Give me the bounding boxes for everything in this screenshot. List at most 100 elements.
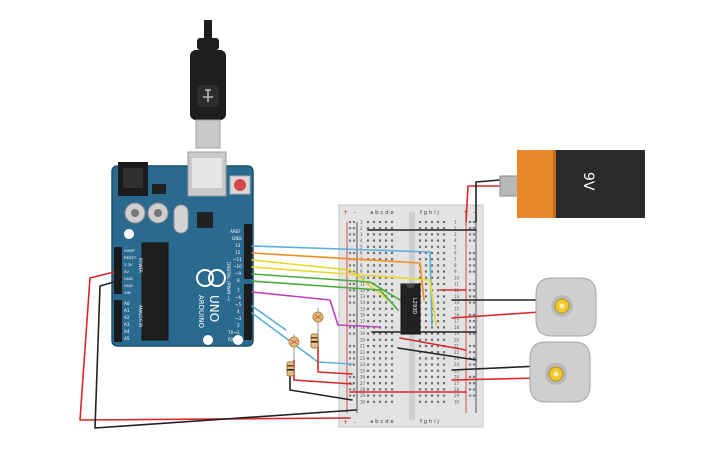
breadboard-hole	[430, 400, 434, 403]
breadboard-rail-hole	[468, 282, 472, 286]
breadboard-row-number: 26	[454, 375, 460, 380]
breadboard-hole	[366, 400, 370, 403]
wire-motor2-black	[451, 365, 541, 371]
breadboard-hole	[424, 251, 428, 255]
breadboard-hole	[378, 233, 382, 236]
breadboard-hole	[442, 357, 446, 360]
breadboard-hole	[390, 245, 394, 248]
breadboard-rail-hole	[468, 394, 472, 397]
breadboard-hole	[430, 245, 434, 248]
breadboard-rail-hole	[472, 220, 476, 224]
pin-label-11: ~11	[233, 257, 242, 262]
breadboard-row-number: 21	[454, 344, 460, 349]
breadboard-rail-hole	[468, 264, 472, 267]
breadboard-rail-hole	[348, 313, 352, 317]
breadboard-hole	[436, 375, 440, 379]
breadboard-rail-hole	[468, 239, 472, 242]
breadboard-hole	[372, 301, 376, 304]
breadboard-row-number: 26	[360, 375, 366, 380]
breadboard-hole	[418, 357, 422, 360]
breadboard-hole	[424, 388, 428, 391]
breadboard-hole	[436, 332, 440, 335]
breadboard-hole	[442, 320, 446, 323]
breadboard-rail-hole	[352, 357, 356, 360]
breadboard-row-number: 10	[360, 275, 366, 280]
breadboard-hole	[390, 320, 394, 323]
breadboard-rail-hole	[472, 394, 476, 397]
breadboard-rail-hole	[348, 220, 352, 224]
breadboard-hole	[442, 400, 446, 403]
pin-label-6: ~6	[235, 295, 242, 300]
wire-pin13-blue	[251, 245, 433, 326]
breadboard-hole	[390, 394, 394, 397]
breadboard-hole	[418, 258, 422, 261]
breadboard-hole	[366, 351, 370, 354]
breadboard-hole	[372, 338, 376, 341]
breadboard-rail-hole	[472, 239, 476, 242]
breadboard-rail-hole	[348, 344, 352, 348]
breadboard-hole	[436, 338, 440, 341]
breadboard-rail-hole	[472, 289, 476, 292]
breadboard-hole	[436, 313, 440, 317]
breadboard-rail-hole	[472, 313, 476, 317]
rail-minus-top-right: -	[473, 209, 475, 216]
breadboard-hole	[390, 351, 394, 354]
breadboard-hole	[378, 351, 382, 354]
breadboard-hole	[384, 375, 388, 379]
col-letters-top-right: f g h i j	[420, 210, 439, 216]
breadboard-hole	[366, 264, 370, 267]
breadboard-row-number: 25	[454, 368, 460, 373]
breadboard-rail-hole	[348, 295, 352, 298]
breadboard-hole	[378, 276, 382, 279]
breadboard-hole	[390, 388, 394, 391]
arduino-model-text: UNO	[207, 295, 221, 322]
breadboard-hole	[442, 227, 446, 230]
breadboard-hole	[430, 270, 434, 273]
breadboard-rail-hole	[468, 388, 472, 391]
breadboard-hole	[430, 251, 434, 255]
breadboard-hole	[378, 258, 382, 261]
breadboard-hole	[378, 264, 382, 267]
breadboard-hole	[366, 307, 370, 310]
pin-label-7: 7	[237, 288, 240, 293]
breadboard-hole	[424, 233, 428, 236]
breadboard-row-number: 18	[454, 325, 460, 330]
breadboard-row-number: 8	[360, 263, 363, 268]
breadboard-hole	[372, 320, 376, 323]
breadboard-hole	[372, 369, 376, 372]
breadboard-rail-hole	[352, 301, 356, 304]
pin-label-3: ~3	[235, 316, 242, 321]
breadboard-rail-hole	[352, 233, 356, 236]
breadboard-rail-hole	[352, 289, 356, 292]
wire-motor1-red	[451, 311, 541, 319]
breadboard-hole	[366, 338, 370, 341]
dc-motor-2	[529, 341, 591, 403]
breadboard-hole	[442, 220, 446, 224]
breadboard-hole	[442, 276, 446, 279]
breadboard-hole	[442, 301, 446, 304]
col-letters-top-left: a b c d e	[370, 210, 394, 216]
breadboard-hole	[390, 270, 394, 273]
breadboard-hole	[372, 270, 376, 273]
breadboard-hole	[384, 233, 388, 236]
breadboard-hole	[436, 282, 440, 286]
breadboard-hole	[442, 282, 446, 286]
wire-pin8-green	[251, 280, 399, 311]
breadboard-row-number: 21	[360, 344, 366, 349]
breadboard-row-number: 8	[454, 263, 457, 268]
breadboard-hole	[378, 338, 382, 341]
breadboard-hole	[442, 388, 446, 391]
l293d-ic: L293D	[400, 283, 421, 335]
wire-pin12-orange	[251, 252, 425, 301]
breadboard-row-number: 29	[360, 393, 366, 398]
breadboard-hole	[424, 307, 428, 310]
breadboard-rail-hole	[352, 375, 356, 379]
breadboard-hole	[436, 363, 440, 366]
breadboard-hole	[372, 276, 376, 279]
breadboard-rail-hole	[472, 326, 476, 329]
breadboard-hole	[424, 344, 428, 348]
breadboard-hole	[384, 282, 388, 286]
breadboard-row-number: 1	[360, 220, 363, 225]
breadboard-row-number: 17	[360, 319, 366, 324]
breadboard-rail-hole	[468, 227, 472, 230]
